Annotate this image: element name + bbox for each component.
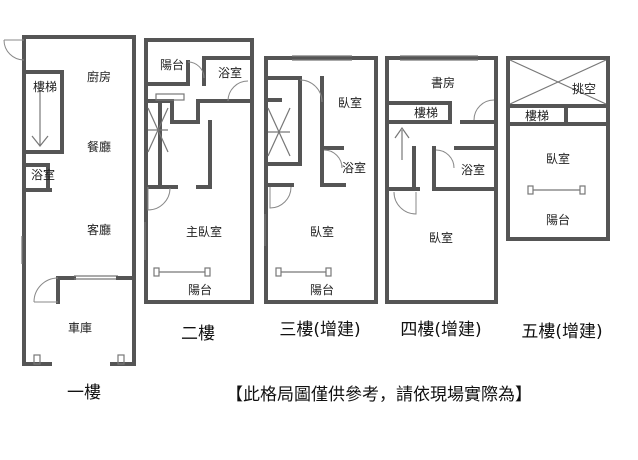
- f2-bath-label: 浴室: [218, 65, 242, 80]
- f4-study-label: 書房: [431, 75, 455, 90]
- f3-bedroom-top-label: 臥室: [338, 95, 362, 110]
- f5-stairs-label: 樓梯: [525, 108, 549, 123]
- floor-1-plan: 樓梯 廚房 餐廳 浴室 客廳 車庫: [3, 35, 136, 366]
- f3-bath-label: 浴室: [342, 160, 366, 175]
- floor-4-plan: 書房 樓梯 浴室 臥室: [385, 55, 498, 304]
- floor-1-title: 一樓: [67, 383, 101, 403]
- floor-5-plan: 挑空 樓梯 臥室 陽台: [506, 56, 610, 241]
- f1-dining-label: 餐廳: [87, 139, 111, 154]
- f2-balcony-label: 陽台: [188, 282, 212, 297]
- f3-balcony-label: 陽台: [310, 282, 334, 297]
- f1-garage-label: 車庫: [68, 321, 92, 335]
- floor-4-title: 四樓(增建): [400, 320, 481, 340]
- disclaimer-note: 【此格局圖僅供參考，請依現場實際為】: [226, 385, 532, 405]
- floor-2-plan: 陽台 浴室 主臥室 陽台: [144, 38, 254, 304]
- f5-balcony-label: 陽台: [546, 212, 570, 227]
- f4-stairs-label: 樓梯: [414, 105, 438, 120]
- f1-stairs-label: 樓梯: [33, 79, 57, 94]
- f4-bedroom-label: 臥室: [429, 230, 453, 245]
- f5-bedroom-label: 臥室: [546, 151, 570, 166]
- f1-kitchen-label: 廚房: [87, 69, 111, 84]
- floor-2-title: 二樓: [181, 324, 215, 344]
- floor-5-title: 五樓(增建): [521, 322, 602, 342]
- f2-master-label: 主臥室: [186, 224, 222, 239]
- f3-bedroom-label: 臥室: [310, 224, 334, 239]
- f2-balcony-top-label: 陽台: [160, 57, 184, 72]
- floor-3-title: 三樓(增建): [279, 320, 360, 340]
- f4-bath-label: 浴室: [461, 162, 485, 177]
- f5-void-label: 挑空: [572, 82, 596, 96]
- floor-3-plan: 臥室 浴室 臥室 陽台: [264, 55, 378, 304]
- f1-living-label: 客廳: [87, 222, 111, 237]
- f1-bath-label: 浴室: [31, 167, 55, 182]
